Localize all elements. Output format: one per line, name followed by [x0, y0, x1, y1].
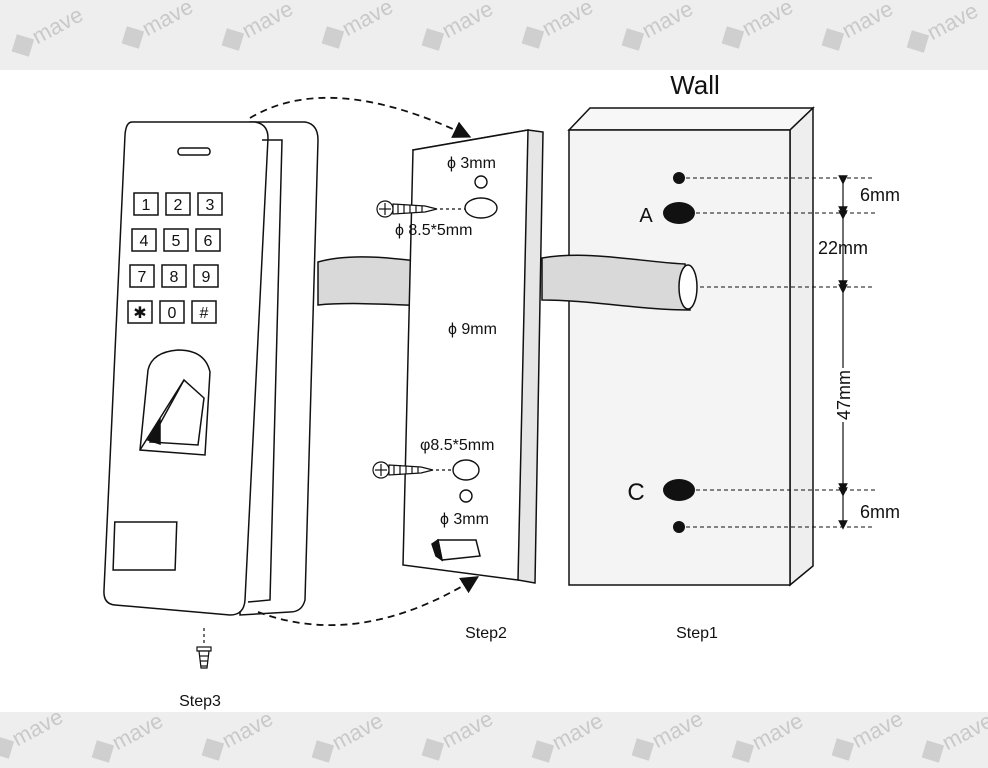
watermark: mave: [618, 0, 697, 54]
plate-hole-top-label: ϕ 3mm: [447, 155, 496, 172]
watermark: mave: [418, 0, 497, 54]
wall-top-face: [567, 107, 815, 131]
dim-bottom-label: 6mm: [860, 502, 900, 522]
plate-hole-bottom-label: ϕ 3mm: [440, 511, 489, 528]
plate-slot-top-label: ϕ 8.5*5mm: [395, 222, 472, 239]
plate-slot-bottom-label: φ8.5*5mm: [420, 437, 494, 454]
cable-right-segment: [541, 254, 691, 311]
watermark: mave: [418, 712, 497, 764]
screw-top: [376, 200, 465, 218]
bottom-screw-icon: [196, 628, 212, 669]
dim-long-label: 47mm: [834, 370, 854, 420]
key-label: 4: [140, 233, 149, 250]
wall-hole-bottom: [673, 521, 685, 533]
keypad: [127, 192, 223, 324]
cable-hole-wall: [678, 264, 698, 310]
watermark: mave: [903, 0, 982, 56]
key: [159, 300, 185, 324]
key: [165, 192, 191, 216]
plate-hole-bottom: [459, 489, 473, 503]
key-label: 9: [202, 269, 211, 286]
watermark: mave: [0, 712, 67, 762]
watermark: mave: [198, 712, 277, 764]
key: [195, 228, 221, 252]
wall-hole-a: [663, 202, 695, 224]
watermark: mave: [818, 0, 897, 54]
plate-face: [402, 129, 529, 581]
motion-arrow-bottom: [257, 576, 480, 626]
plate-slot-bottom: [452, 459, 480, 481]
key-label: 6: [204, 233, 213, 250]
led-indicator: [177, 147, 211, 156]
plate-clip: [431, 538, 481, 562]
dim-top-label: 6mm: [860, 185, 900, 205]
key: [193, 264, 219, 288]
screw-bottom: [372, 461, 453, 479]
wall-hole-top: [673, 172, 685, 184]
watermark: mave: [218, 0, 297, 54]
wall: [567, 106, 815, 587]
plate-hole-top: [474, 175, 488, 189]
key: [131, 228, 157, 252]
diagram-canvas: Wall A C 6mm 22mm 47mm 6mm: [0, 70, 988, 712]
wall-label: Wall: [670, 70, 720, 100]
watermark: mave: [718, 0, 797, 52]
fingerprint-sensor-icon: [139, 349, 211, 456]
key-label: 8: [170, 269, 179, 286]
watermark: mave: [8, 2, 87, 61]
watermark-band-top: mave mave mave mave mave mave mave mave …: [0, 0, 988, 70]
watermark: mave: [318, 0, 397, 52]
installation-diagram: Wall A C 6mm 22mm 47mm 6mm: [103, 70, 900, 710]
watermark: mave: [528, 712, 607, 766]
key-label: ✱: [133, 305, 146, 322]
key-label: 7: [138, 269, 147, 286]
hole-a-label: A: [639, 205, 653, 227]
key-label: 2: [174, 197, 183, 214]
watermark: mave: [828, 712, 907, 764]
step3-label: Step3: [179, 693, 221, 710]
key: [161, 264, 187, 288]
key-label: 1: [142, 197, 151, 214]
key: [163, 228, 189, 252]
mounting-plate: [402, 129, 544, 584]
dim-label-bg: [834, 368, 852, 422]
watermark: mave: [628, 712, 707, 764]
watermark: mave: [518, 0, 597, 52]
watermark: mave: [918, 712, 988, 766]
watermark-band-bottom: mave mave mave mave mave mave mave mave …: [0, 712, 988, 768]
dim-mid-label: 22mm: [818, 238, 868, 258]
wall-front-face: [568, 129, 791, 586]
key: [191, 300, 217, 324]
plate-holes: [452, 175, 498, 503]
wall-side-face: [789, 106, 814, 587]
step2-label: Step2: [465, 625, 507, 642]
key: [197, 192, 223, 216]
plate-cable-label: ϕ 9mm: [448, 321, 497, 338]
key: [127, 300, 153, 324]
watermark: mave: [118, 0, 197, 52]
key-label: 5: [172, 233, 181, 250]
card-reader-window: [112, 521, 178, 571]
key: [129, 264, 155, 288]
watermark: mave: [308, 712, 387, 766]
motion-arrow-top: [249, 96, 472, 138]
key-label: 3: [206, 197, 215, 214]
key-label: 0: [168, 305, 177, 322]
key-label: #: [200, 305, 209, 322]
wall-hole-c: [663, 479, 695, 501]
watermark: mave: [88, 712, 167, 766]
hole-c-label: C: [627, 479, 644, 506]
step1-label: Step1: [676, 625, 718, 642]
key: [133, 192, 159, 216]
keypad-labels: 1 2 3 4 5 6 7 8 9 ✱ 0 #: [133, 197, 214, 322]
plate-slot-top: [464, 197, 498, 219]
watermark: mave: [728, 712, 807, 766]
